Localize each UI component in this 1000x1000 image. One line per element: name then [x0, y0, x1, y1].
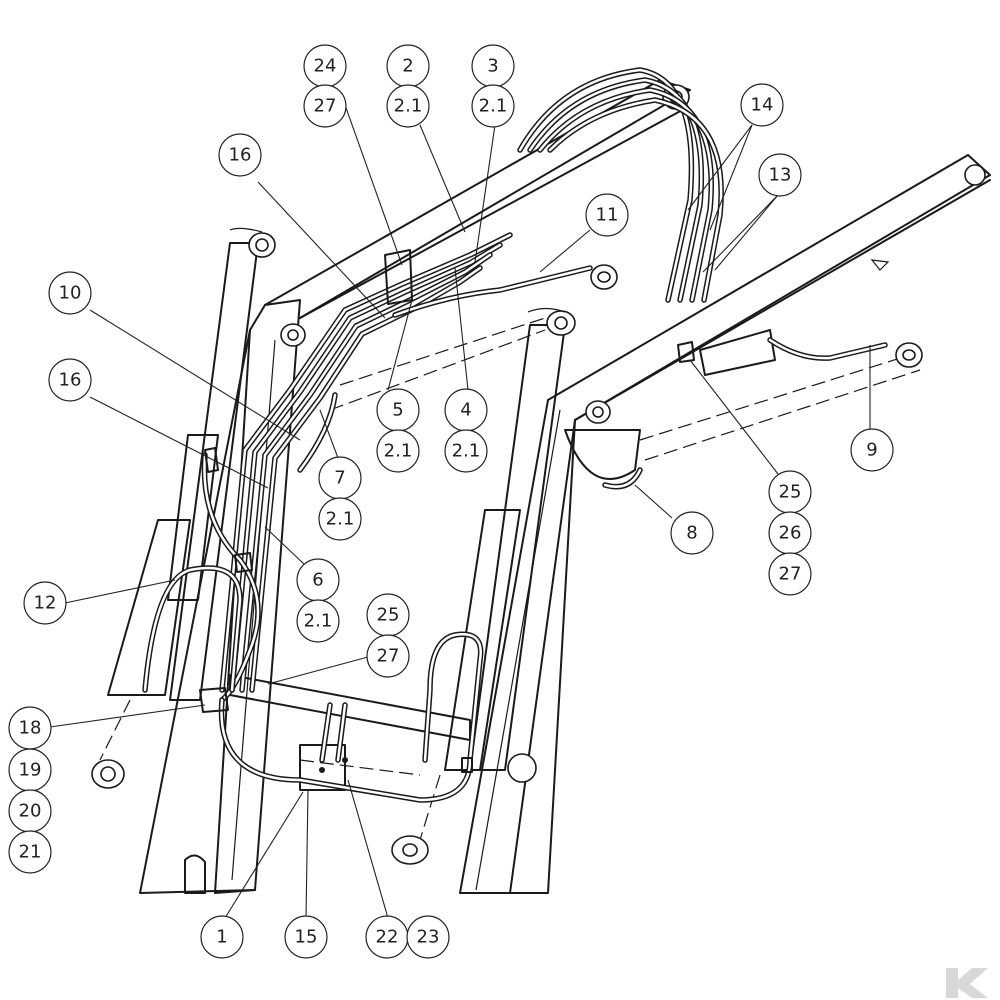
balloon-2.1: 2.1 — [386, 84, 430, 128]
svg-text:18: 18 — [19, 718, 42, 739]
svg-text:7: 7 — [334, 468, 345, 489]
svg-text:2.1: 2.1 — [479, 96, 508, 117]
svg-text:2.1: 2.1 — [394, 96, 423, 117]
svg-text:21: 21 — [19, 842, 42, 863]
right-arm-frame — [459, 154, 991, 894]
svg-text:4: 4 — [460, 400, 471, 421]
balloon-23: 23 — [406, 915, 450, 959]
cross-tube — [229, 674, 471, 791]
balloon-27: 27 — [366, 634, 410, 678]
svg-text:25: 25 — [377, 605, 400, 626]
leader-lines — [49, 104, 871, 919]
svg-text:3: 3 — [487, 56, 498, 77]
svg-text:27: 27 — [377, 646, 400, 667]
balloon-9: 9 — [850, 428, 894, 472]
balloon-2.1: 2.1 — [318, 497, 362, 541]
svg-text:22: 22 — [376, 927, 399, 948]
svg-text:20: 20 — [19, 801, 42, 822]
balloon-22: 22 — [365, 915, 409, 959]
svg-text:19: 19 — [19, 760, 42, 781]
balloon-16: 16 — [48, 358, 92, 402]
part-balloons: 24 27 2 2.1 3 2.1 16 14 13 11 10 16 5 2.… — [8, 44, 894, 959]
balloon-19: 19 — [8, 748, 52, 792]
svg-text:13: 13 — [769, 165, 792, 186]
svg-text:2.1: 2.1 — [384, 441, 413, 462]
balloon-2.1: 2.1 — [444, 429, 488, 473]
balloon-1: 1 — [200, 915, 244, 959]
balloon-4: 4 — [444, 388, 488, 432]
svg-text:2.1: 2.1 — [304, 611, 333, 632]
balloon-24: 24 — [303, 44, 347, 88]
balloon-26: 26 — [768, 511, 812, 555]
svg-text:11: 11 — [596, 205, 619, 226]
balloon-2.1: 2.1 — [296, 599, 340, 643]
brand-logo-icon — [946, 968, 988, 998]
svg-text:5: 5 — [392, 400, 403, 421]
balloon-15: 15 — [284, 915, 328, 959]
balloon-8: 8 — [670, 511, 714, 555]
hydraulic-hoses — [142, 67, 888, 803]
left-lift-cylinder — [91, 227, 276, 789]
svg-text:25: 25 — [779, 482, 802, 503]
svg-text:10: 10 — [59, 283, 82, 304]
balloon-2: 2 — [386, 44, 430, 88]
svg-text:16: 16 — [59, 370, 82, 391]
balloon-25: 25 — [366, 593, 410, 637]
svg-text:8: 8 — [686, 523, 697, 544]
right-lift-cylinder — [391, 307, 576, 865]
svg-text:9: 9 — [866, 440, 877, 461]
svg-text:1: 1 — [216, 927, 227, 948]
balloon-27: 27 — [768, 552, 812, 596]
svg-text:14: 14 — [751, 95, 774, 116]
balloon-5: 5 — [376, 388, 420, 432]
svg-text:2.1: 2.1 — [326, 509, 355, 530]
balloon-7: 7 — [318, 456, 362, 500]
svg-text:2.1: 2.1 — [452, 441, 481, 462]
svg-text:23: 23 — [417, 927, 440, 948]
balloon-10: 10 — [48, 271, 92, 315]
tool-cylinders — [329, 264, 923, 461]
balloon-16: 16 — [218, 133, 262, 177]
balloon-2.1: 2.1 — [376, 429, 420, 473]
balloon-21: 21 — [8, 830, 52, 874]
balloon-27: 27 — [303, 84, 347, 128]
balloon-14: 14 — [740, 83, 784, 127]
balloon-11: 11 — [585, 193, 629, 237]
balloon-3: 3 — [471, 44, 515, 88]
svg-text:24: 24 — [314, 56, 337, 77]
balloon-13: 13 — [758, 153, 802, 197]
balloon-25: 25 — [768, 470, 812, 514]
svg-text:15: 15 — [295, 927, 318, 948]
svg-text:16: 16 — [229, 145, 252, 166]
svg-text:2: 2 — [402, 56, 413, 77]
svg-text:6: 6 — [312, 570, 323, 591]
balloon-6: 6 — [296, 558, 340, 602]
svg-text:27: 27 — [314, 96, 337, 117]
svg-text:27: 27 — [779, 564, 802, 585]
balloon-2.1: 2.1 — [471, 84, 515, 128]
balloon-12: 12 — [23, 581, 67, 625]
balloon-20: 20 — [8, 789, 52, 833]
svg-text:12: 12 — [34, 593, 57, 614]
svg-text:26: 26 — [779, 523, 802, 544]
balloon-18: 18 — [8, 706, 52, 750]
